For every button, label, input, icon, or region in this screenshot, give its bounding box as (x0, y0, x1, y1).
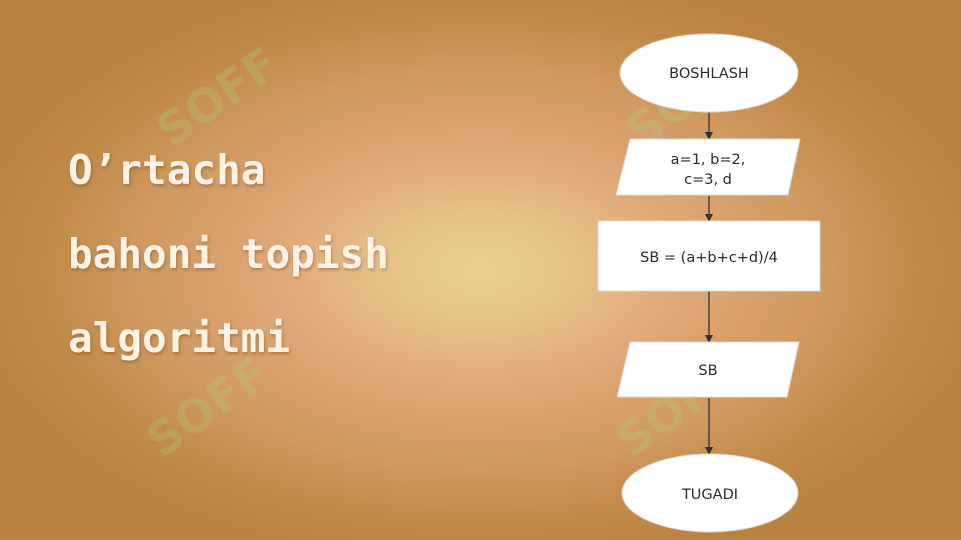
output-label: SB (698, 363, 717, 379)
end-label: TUGADI (681, 487, 738, 503)
process-label: SB = (a+b+c+d)/4 (640, 250, 778, 266)
input-label-line-1: a=1, b=2, (671, 152, 746, 168)
process-rectangle: SB = (a+b+c+d)/4 (597, 220, 821, 292)
start-terminal: BOSHLASH (619, 33, 799, 113)
title-line-2: bahoni topish (68, 230, 389, 278)
title-line-3: algoritmi (68, 314, 291, 362)
output-parallelogram: SB (616, 341, 800, 398)
slide-title: O’rtacha bahoni topish algoritmi (68, 128, 488, 380)
start-label: BOSHLASH (669, 66, 749, 82)
input-label-line-2: c=3, d (684, 172, 732, 188)
end-terminal: TUGADI (621, 453, 799, 533)
title-line-1: O’rtacha (68, 146, 266, 194)
input-parallelogram: a=1, b=2, c=3, d (615, 138, 801, 196)
